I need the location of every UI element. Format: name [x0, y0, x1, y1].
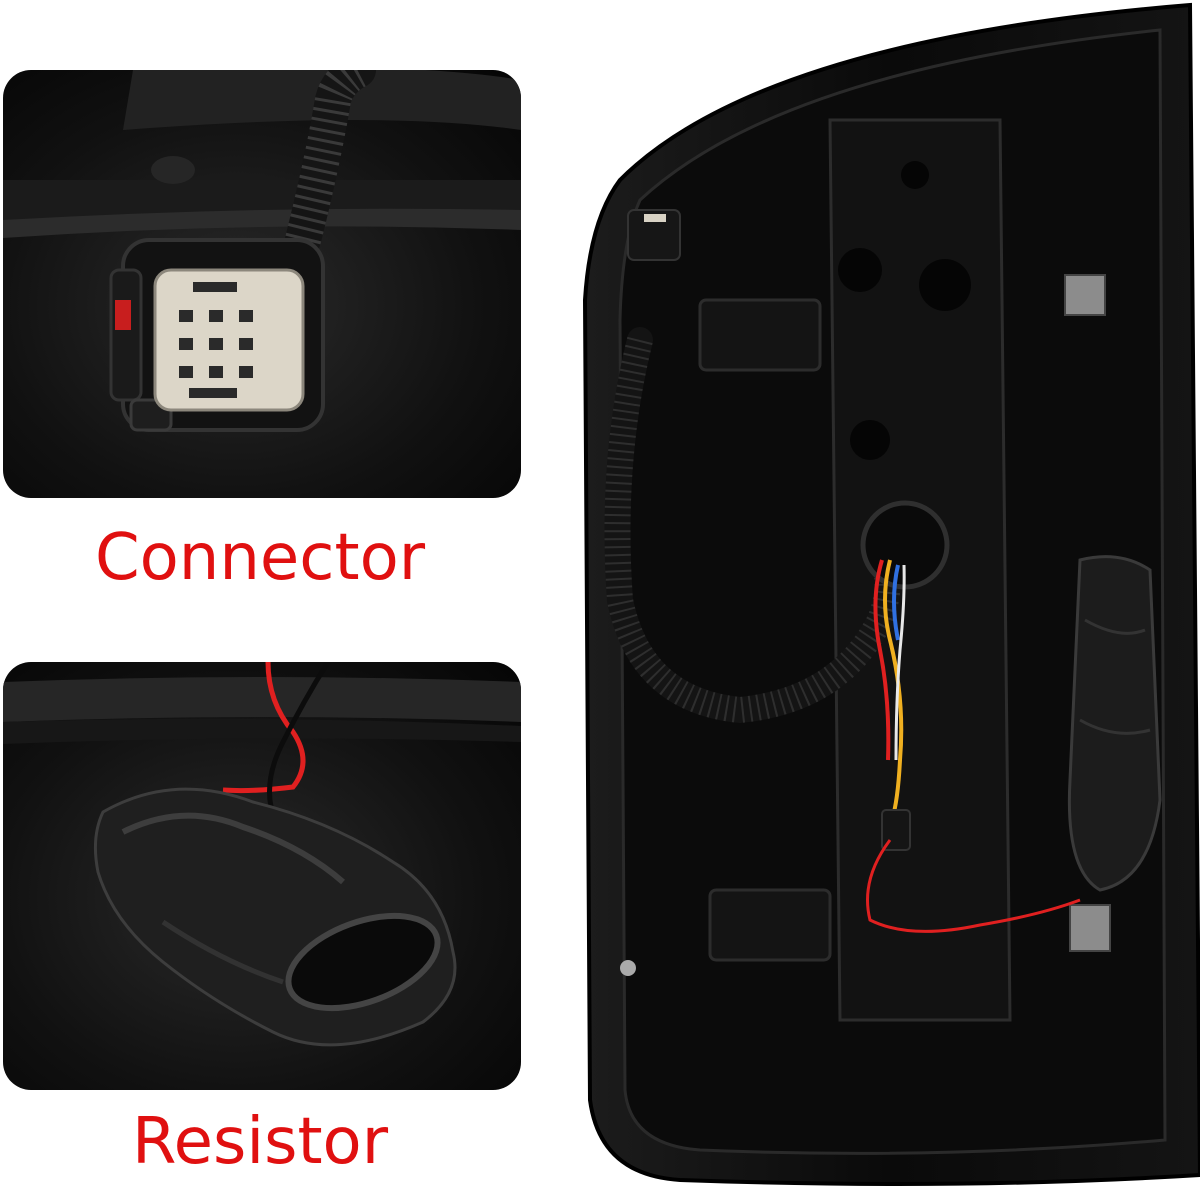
taillight-illustration	[582, 2, 1200, 1186]
resistor-illustration	[3, 662, 521, 1047]
taillight-back-photo	[560, 0, 1200, 1192]
resistor-photo	[3, 662, 521, 1090]
resistor-caption: Resistor	[132, 1105, 388, 1179]
connector-photo	[3, 70, 521, 498]
connector-caption: Connector	[94, 521, 426, 595]
connector-illustration	[3, 70, 521, 432]
